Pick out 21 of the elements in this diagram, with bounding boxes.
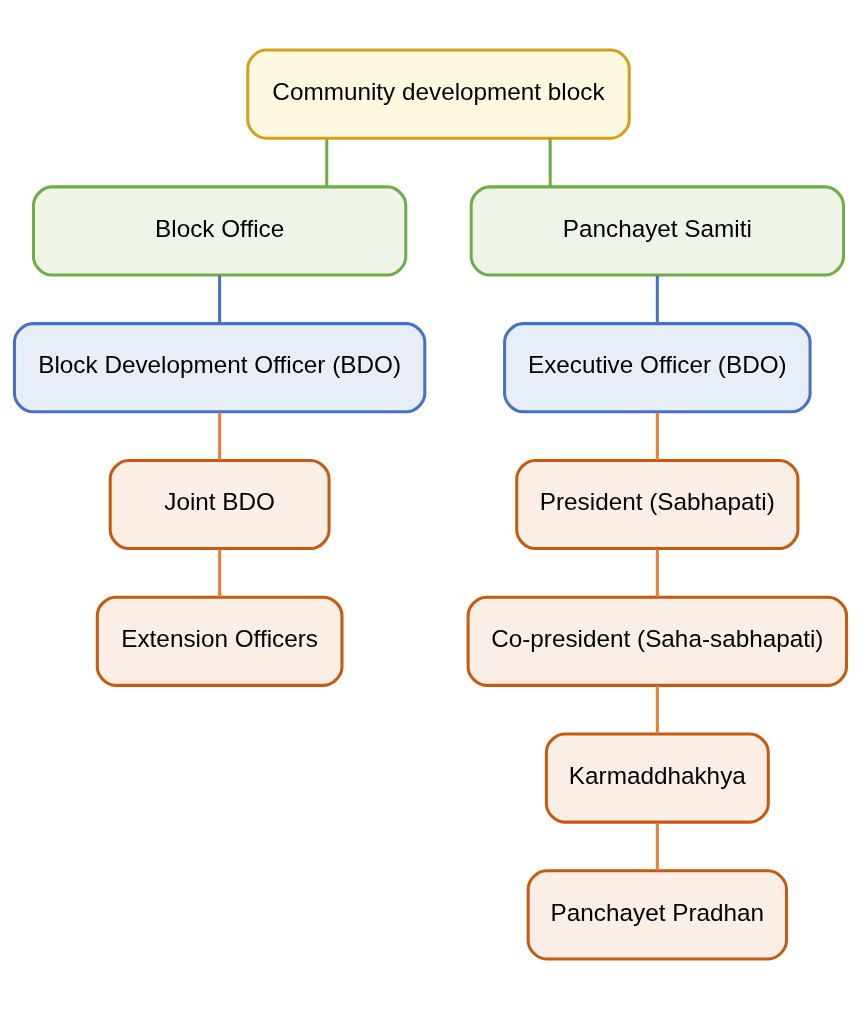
connector: [655, 686, 659, 734]
node-box: Community development block: [246, 48, 631, 140]
node-box: Panchayet Samiti: [469, 185, 846, 277]
connector: [655, 275, 659, 324]
node-box: Joint BDO: [108, 458, 331, 551]
node-box: President (Sabhapati): [515, 458, 800, 551]
node-box: Block Office: [31, 185, 408, 277]
node-box: Block Development Officer (BDO): [12, 322, 427, 414]
connector: [325, 138, 329, 187]
connector: [218, 412, 222, 461]
node-box: Executive Officer (BDO): [503, 322, 812, 414]
connector: [655, 412, 659, 461]
connector: [218, 275, 222, 324]
connector: [655, 822, 659, 871]
connector: [655, 549, 659, 597]
node-box: Karmaddhakhya: [544, 732, 770, 824]
node-box: Extension Officers: [95, 595, 344, 687]
connector: [218, 549, 222, 597]
node-box: Co-president (Saha-sabhapati): [466, 595, 849, 687]
node-box: Panchayet Pradhan: [526, 869, 789, 961]
connector: [548, 138, 552, 187]
